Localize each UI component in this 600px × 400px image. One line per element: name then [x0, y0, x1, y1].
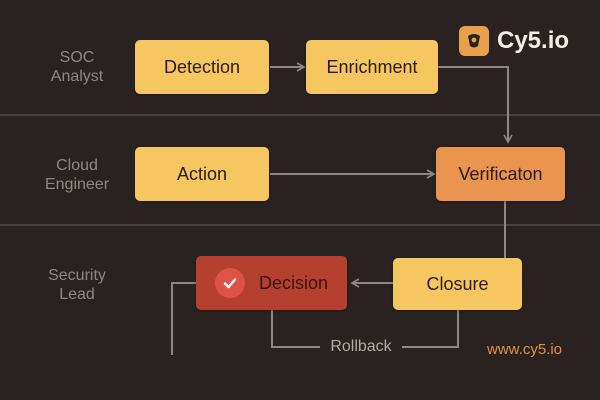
node-verification[interactable]: Verificaton [436, 147, 565, 201]
website-link[interactable]: www.cy5.io [487, 341, 563, 358]
edge-label-rollback: Rollback [320, 336, 402, 358]
node-enrichment-label: Enrichment [326, 56, 418, 77]
lane-label-soc-analyst: SOC Analyst [50, 49, 104, 85]
node-decision[interactable]: Decision [196, 256, 347, 310]
node-detection-label: Detection [163, 56, 241, 77]
lane-label-cloud-engineer: Cloud Engineer [44, 157, 110, 193]
node-verification-label: Verificaton [458, 163, 543, 184]
node-decision-label: Decision [258, 272, 329, 293]
check-icon [214, 268, 245, 298]
node-enrichment[interactable]: Enrichment [306, 40, 438, 94]
brand-logo: Cy5.io [459, 24, 569, 58]
brand-logo-icon [459, 26, 489, 56]
brand-name: Cy5.io [497, 27, 570, 54]
edge-enrichment-verification [438, 66, 513, 144]
node-closure[interactable]: Closure [393, 258, 522, 310]
node-detection[interactable]: Detection [135, 40, 269, 94]
edge-decision-exit [171, 282, 196, 355]
lane-label-security-lead: Security Lead [48, 267, 106, 303]
node-closure-label: Closure [426, 273, 489, 294]
node-action[interactable]: Action [135, 147, 269, 201]
node-action-label: Action [176, 163, 228, 184]
